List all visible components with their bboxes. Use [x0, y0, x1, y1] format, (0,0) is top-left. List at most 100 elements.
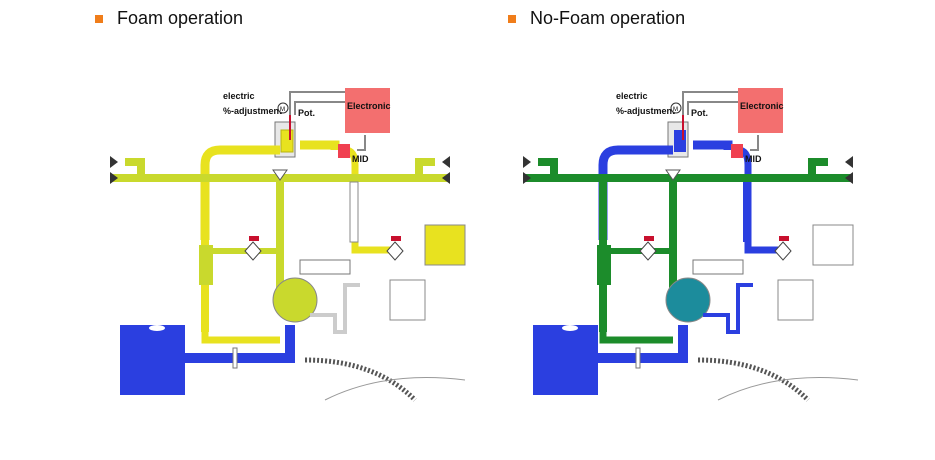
discharge-branch [808, 158, 828, 166]
suction-gauge [635, 347, 641, 369]
foam-pipe [200, 145, 280, 240]
ground-line [717, 377, 859, 401]
mixer-foam-chamber [280, 129, 294, 153]
adjust-label: %-adjustment [223, 106, 282, 116]
outlet-valve-icon [442, 172, 450, 184]
check-valve-icon [665, 169, 681, 181]
water-tank [120, 325, 185, 395]
ball-valve-icon [386, 241, 404, 261]
drive-unit [692, 259, 744, 275]
control-line [687, 101, 738, 115]
mid-block [338, 144, 350, 158]
bullet-icon [508, 14, 516, 23]
mid-pipe [209, 248, 279, 254]
outlet-valve-icon [442, 156, 450, 168]
water-pipe [598, 145, 673, 240]
outlet-valve-icon [845, 172, 853, 184]
foam-tank-inlet [199, 245, 213, 285]
electric-label: electric [223, 91, 255, 101]
heading-nofoam-text: No-Foam operation [530, 8, 686, 28]
discharge-branch [538, 158, 558, 166]
water-tank [533, 325, 598, 395]
motor-icon [277, 102, 289, 114]
control-line [294, 101, 345, 115]
mix-pipe [599, 332, 673, 344]
discharge-branch [125, 158, 145, 166]
motor-label: M [673, 107, 678, 113]
suction-line [185, 353, 295, 363]
nofoam-diagram: Electronic electric %-adjustment M Pot. … [508, 70, 923, 455]
outlet-valve-icon [110, 156, 118, 168]
foam-diagram: Electronic electric %-adjustment M Pot. … [95, 70, 510, 455]
suction-riser [285, 325, 295, 363]
discharge-line [523, 174, 853, 182]
heading-nofoam: No-Foam operation [508, 8, 685, 29]
motor-icon [670, 102, 682, 114]
outlet-valve-icon [523, 172, 531, 184]
foam-diagram-svg: Electronic electric %-adjustment M Pot. … [110, 88, 466, 402]
pump [272, 277, 318, 323]
foam-tank-empty [812, 224, 854, 266]
heading-foam-text: Foam operation [117, 8, 244, 28]
discharge-branch [808, 158, 816, 182]
control-line [357, 135, 366, 151]
heading-foam: Foam operation [95, 8, 243, 29]
pot-label: Pot. [691, 108, 708, 118]
mid-label: MID [745, 154, 762, 164]
valve-handle [249, 236, 259, 241]
electronic-label: Electronic [347, 101, 391, 111]
electronic-box [345, 88, 390, 133]
pump [665, 277, 711, 323]
outlet-valve-icon [110, 172, 118, 184]
return-pipe [703, 283, 753, 334]
nofoam-diagram-svg: Electronic electric %-adjustment M Pot. … [523, 88, 859, 402]
suction-riser [678, 325, 688, 363]
discharge-branch [550, 158, 558, 182]
central-riser [276, 182, 284, 302]
canister-icon [389, 279, 426, 321]
control-line [682, 91, 738, 125]
tank-inlet [597, 245, 611, 285]
water-pipe [693, 140, 733, 150]
suction-line [598, 353, 688, 363]
pot-label: Pot. [298, 108, 315, 118]
foam-tank [424, 224, 466, 266]
bullet-icon [95, 14, 103, 23]
outlet-valve-icon [523, 156, 531, 168]
water-pipe [743, 182, 751, 242]
return-pipe [310, 283, 360, 334]
motor-label: M [280, 107, 285, 113]
outlet-valve-icon [845, 156, 853, 168]
foam-pipe [300, 140, 340, 150]
mid-label: MID [352, 154, 369, 164]
ball-valve-icon [774, 241, 792, 261]
central-riser [669, 182, 677, 302]
discharge-branch [137, 158, 145, 182]
suction-hose [304, 357, 417, 402]
discharge-branch [415, 158, 435, 166]
discharge-branch [415, 158, 423, 182]
tank-opening [149, 325, 165, 331]
suction-gauge [232, 347, 238, 369]
valve-handle [391, 236, 401, 241]
valve-handle [779, 236, 789, 241]
control-line [289, 91, 345, 125]
mixer-water-chamber [674, 130, 686, 152]
adjust-label: %-adjustment [616, 106, 675, 116]
electronic-label: Electronic [740, 101, 784, 111]
suction-hose [697, 357, 810, 402]
ground-line [324, 377, 466, 401]
control-line [750, 135, 759, 151]
valve-handle [644, 236, 654, 241]
check-valve-icon [272, 169, 288, 181]
electronic-box [738, 88, 783, 133]
mid-block [731, 144, 743, 158]
ball-valve-icon [244, 241, 262, 261]
drive-unit [299, 259, 351, 275]
bypass-pipe [349, 181, 359, 243]
foam-pipe [201, 332, 280, 344]
electric-label: electric [616, 91, 648, 101]
ball-valve-icon [639, 241, 657, 261]
canister-icon [777, 279, 814, 321]
tank-opening [562, 325, 578, 331]
